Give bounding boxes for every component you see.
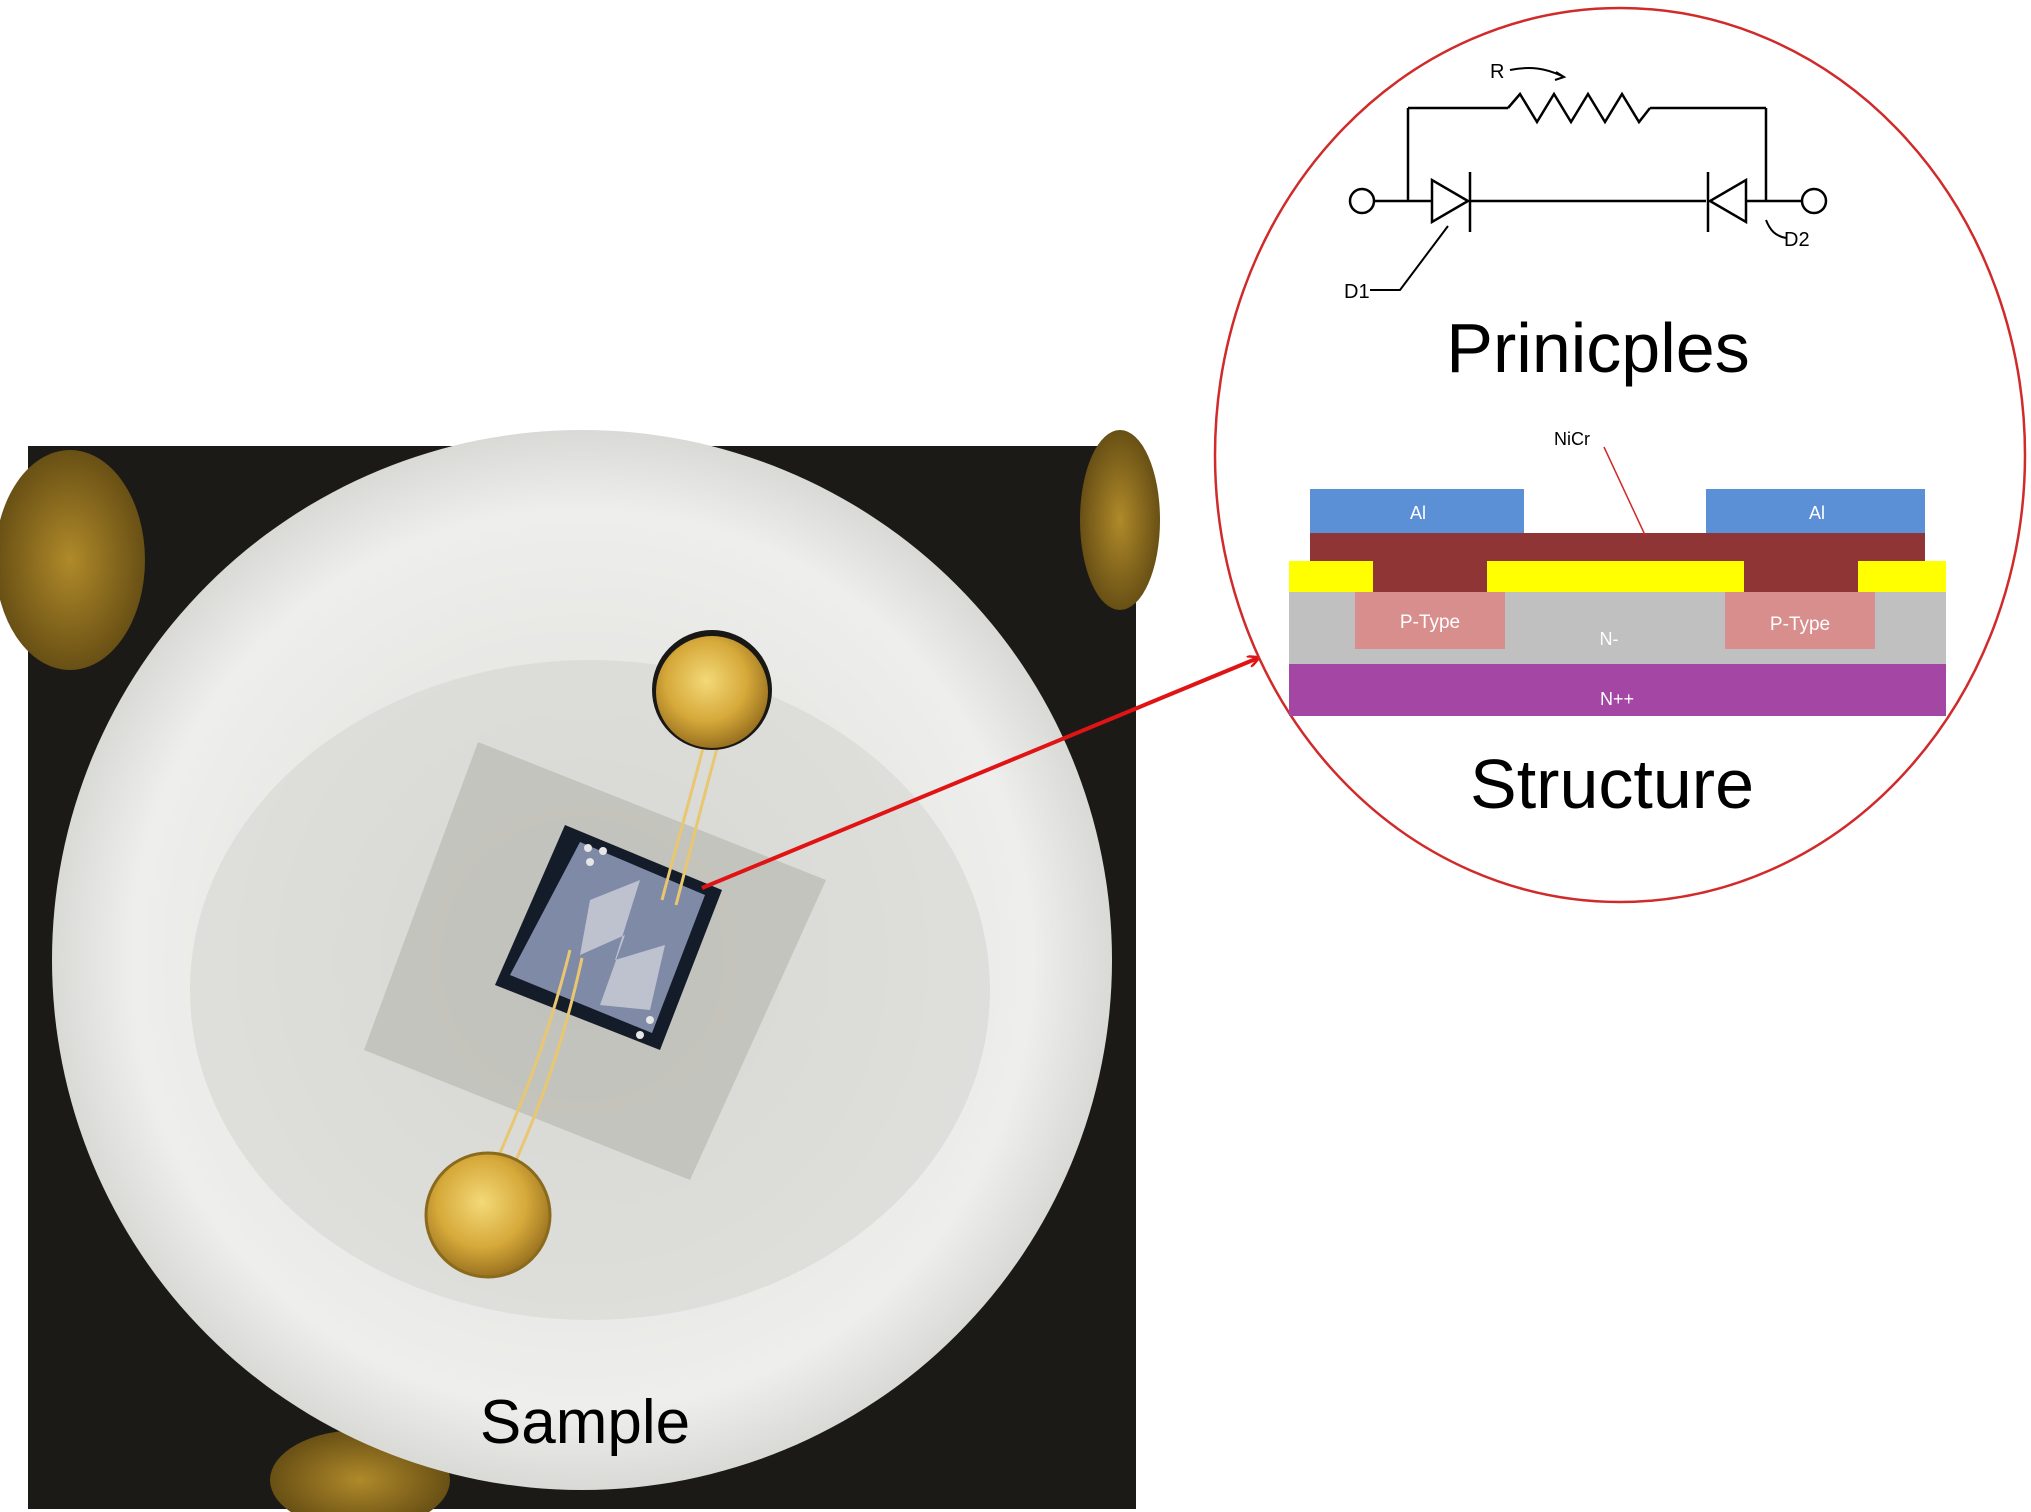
diode1-label: D1 bbox=[1344, 281, 1370, 303]
oxide-right bbox=[1858, 561, 1946, 592]
sample-photo bbox=[0, 430, 1160, 1512]
n-minus-label: N- bbox=[1600, 629, 1619, 649]
al-right-label: Al bbox=[1809, 503, 1825, 523]
resistor-r bbox=[1507, 91, 1651, 125]
nicr-label: NiCr bbox=[1554, 429, 1590, 449]
oxide-center bbox=[1487, 561, 1744, 592]
diode2-label: D2 bbox=[1784, 229, 1810, 251]
sensor-chip bbox=[495, 825, 722, 1050]
ptype-left-label: P-Type bbox=[1400, 612, 1460, 633]
structure-title: Structure bbox=[1470, 745, 1754, 823]
callout-arrow bbox=[701, 658, 1258, 890]
al-contact-left bbox=[1310, 489, 1524, 533]
ptype-left bbox=[1355, 592, 1505, 649]
nicr-well-left bbox=[1373, 561, 1487, 592]
ptype-right bbox=[1725, 592, 1875, 649]
n-plus-label: N++ bbox=[1600, 689, 1634, 709]
oxide-left bbox=[1289, 561, 1373, 592]
al-left-label: Al bbox=[1410, 503, 1426, 523]
principles-title: Prinicples bbox=[1446, 309, 1749, 387]
layer-structure bbox=[1289, 446, 1946, 716]
circuit-schematic bbox=[1348, 67, 1828, 291]
n-plus-layer bbox=[1289, 664, 1946, 716]
diode-d1 bbox=[1430, 177, 1471, 225]
sample-caption: Sample bbox=[480, 1388, 690, 1457]
nicr-layer bbox=[1310, 533, 1925, 561]
resistor-label: R bbox=[1490, 61, 1504, 83]
contact-pad-bottom bbox=[426, 1153, 550, 1277]
nicr-well-right bbox=[1744, 561, 1858, 592]
al-contact-right bbox=[1706, 489, 1925, 533]
ptype-right-label: P-Type bbox=[1770, 614, 1830, 635]
